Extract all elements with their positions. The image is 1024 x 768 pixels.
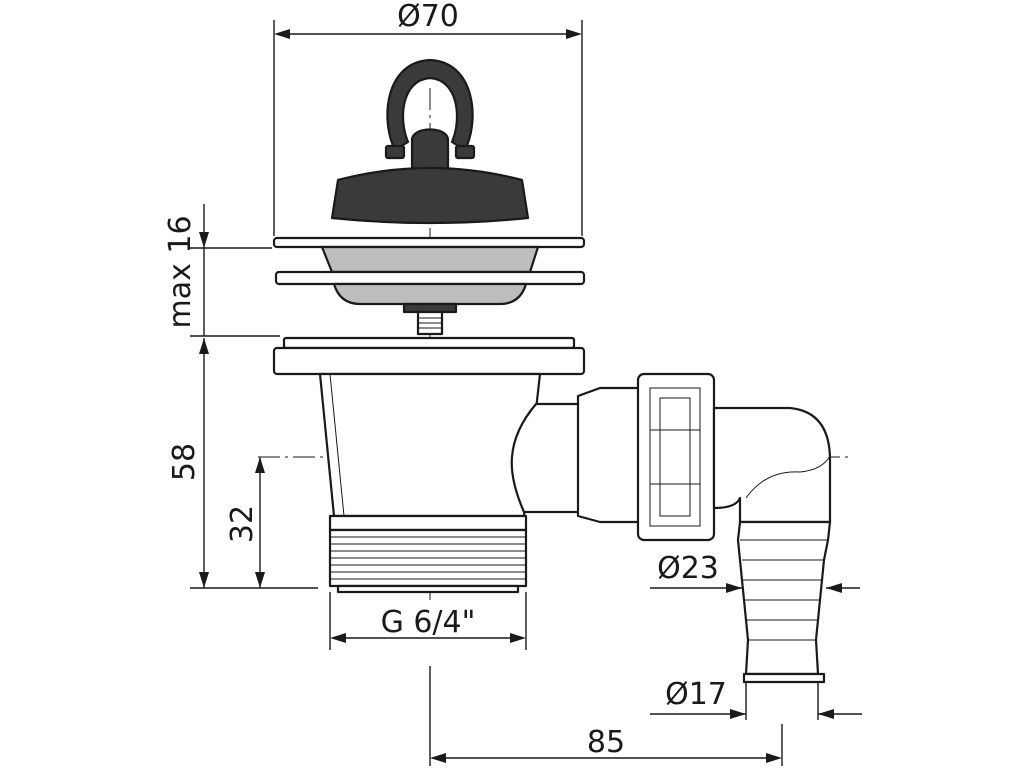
body-bottom bbox=[336, 584, 520, 594]
thread-label: G 6/4" bbox=[381, 605, 476, 640]
body-top-ring bbox=[282, 336, 576, 350]
outlet-spigot bbox=[510, 402, 582, 514]
union-nut bbox=[636, 372, 716, 542]
offset-label: 85 bbox=[587, 725, 625, 760]
ring-post bbox=[410, 128, 450, 172]
outlet-diameter-label: Ø23 bbox=[657, 551, 719, 586]
hose-tail bbox=[736, 520, 832, 676]
thread-lines bbox=[330, 536, 526, 580]
hose-diameter-label: Ø17 bbox=[665, 677, 727, 712]
side-outlet bbox=[510, 372, 832, 684]
dimension-max-height: max 16 bbox=[163, 204, 280, 337]
body-flange bbox=[272, 346, 586, 376]
top-diameter-label: Ø70 bbox=[397, 0, 459, 34]
strainer-second-flange bbox=[274, 270, 586, 286]
waste-body bbox=[272, 336, 586, 594]
strainer bbox=[272, 236, 586, 336]
plug-body bbox=[330, 166, 530, 225]
strainer-top-flange bbox=[272, 236, 586, 249]
dimension-outlet-height: 32 bbox=[225, 457, 265, 588]
max-height-label: max 16 bbox=[163, 215, 198, 328]
elbow bbox=[712, 406, 832, 524]
ring-tab-left bbox=[384, 144, 406, 160]
dimension-thread: G 6/4" bbox=[329, 592, 527, 650]
ring-tab-right bbox=[454, 144, 476, 160]
outlet-coupling bbox=[576, 386, 642, 524]
strainer-basket bbox=[332, 282, 528, 306]
dimension-offset: 85 bbox=[429, 666, 783, 766]
dimension-outlet-diameter: Ø23 bbox=[650, 551, 860, 593]
body-cone bbox=[318, 372, 542, 518]
strainer-stem-nut bbox=[402, 302, 458, 314]
outlet-height-label: 32 bbox=[225, 505, 260, 543]
thread-ring bbox=[328, 514, 528, 532]
dimension-body-height: 58 bbox=[167, 338, 318, 589]
dimension-hose-diameter: Ø17 bbox=[650, 677, 862, 720]
dimension-top-diameter: Ø70 bbox=[273, 0, 583, 236]
body-height-label: 58 bbox=[167, 443, 202, 481]
strainer-bowl bbox=[320, 245, 540, 274]
rubber-plug bbox=[330, 58, 530, 225]
